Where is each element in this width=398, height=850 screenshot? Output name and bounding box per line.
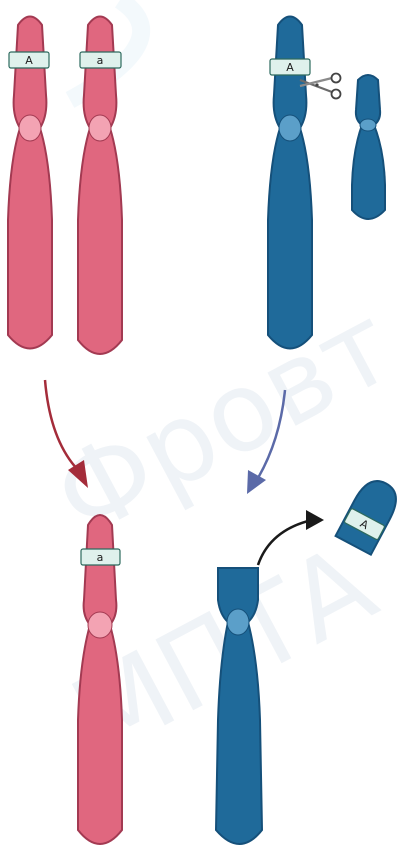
chromosome-bottom-right: [216, 568, 262, 844]
centromere: [360, 119, 376, 131]
centromere: [89, 115, 111, 141]
centromere: [19, 115, 41, 141]
allele-label: a: [97, 551, 104, 564]
chromosome-top-left-1: A: [8, 17, 52, 349]
chromosome-top-left-2: a: [78, 17, 122, 355]
centromere: [88, 612, 112, 638]
chromosome-top-right: A: [268, 17, 312, 349]
centromere: [279, 115, 301, 141]
chromosome-small-right: [352, 75, 385, 219]
allele-label: A: [25, 54, 33, 67]
chromosome-bottom-left: a: [78, 515, 122, 844]
centromere: [227, 609, 249, 635]
allele-label: a: [97, 54, 104, 67]
allele-label: A: [286, 61, 294, 74]
